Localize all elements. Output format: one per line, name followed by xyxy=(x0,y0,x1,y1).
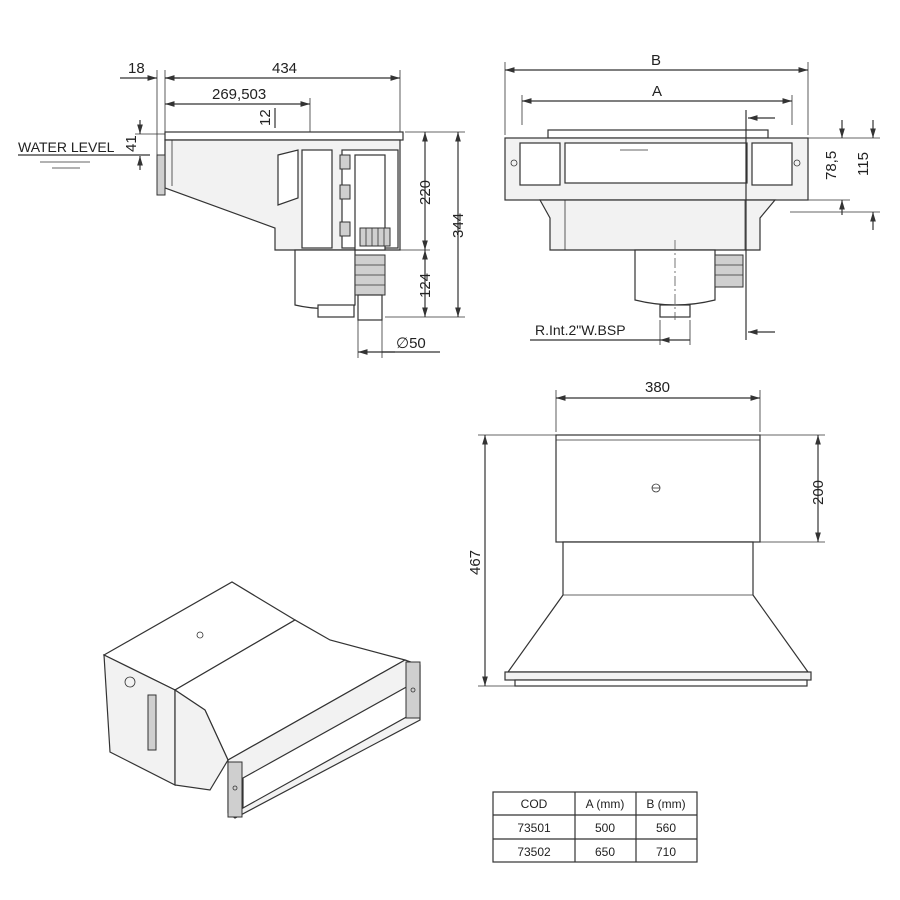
front-view: B A 78,5 115 xyxy=(504,52,880,345)
table-cell: 710 xyxy=(656,845,676,859)
dim-78-label: 78,5 xyxy=(823,151,840,180)
top-view: 380 200 467 xyxy=(467,379,827,687)
dim-115-label: 115 xyxy=(855,152,872,176)
dim-50-label: ∅50 xyxy=(396,335,426,352)
table-cell: 73502 xyxy=(517,845,551,859)
dim-467-label: 467 xyxy=(467,550,484,575)
table-cell: 650 xyxy=(595,845,615,859)
dim-A-label: A xyxy=(652,83,662,100)
table-header-b: B (mm) xyxy=(646,797,685,811)
table-header-a: A (mm) xyxy=(586,797,625,811)
table-header-cod: COD xyxy=(521,797,548,811)
isometric-view xyxy=(102,581,421,819)
water-level-label: WATER LEVEL xyxy=(18,139,115,155)
dim-269-label: 269,503 xyxy=(212,86,266,103)
dim-12-label: 12 xyxy=(257,109,274,126)
table-cell: 500 xyxy=(595,821,615,835)
dim-344-label: 344 xyxy=(450,213,467,238)
dim-200-label: 200 xyxy=(810,480,827,505)
dim-B-label: B xyxy=(651,52,661,69)
dim-18-label: 18 xyxy=(128,60,145,77)
side-view: 18 434 269,503 12 WATER LEVEL 41 xyxy=(18,60,467,358)
dim-124-label: 124 xyxy=(417,273,434,298)
table-cell: 560 xyxy=(656,821,676,835)
dim-380-label: 380 xyxy=(645,379,670,396)
dim-434-label: 434 xyxy=(272,60,297,77)
dim-220-label: 220 xyxy=(417,180,434,205)
code-table: COD A (mm) B (mm) 73501 500 560 73502 65… xyxy=(492,791,698,863)
dim-41-label: 41 xyxy=(123,135,140,152)
table-cell: 73501 xyxy=(517,821,551,835)
connection-label: R.Int.2"W.BSP xyxy=(535,322,626,338)
